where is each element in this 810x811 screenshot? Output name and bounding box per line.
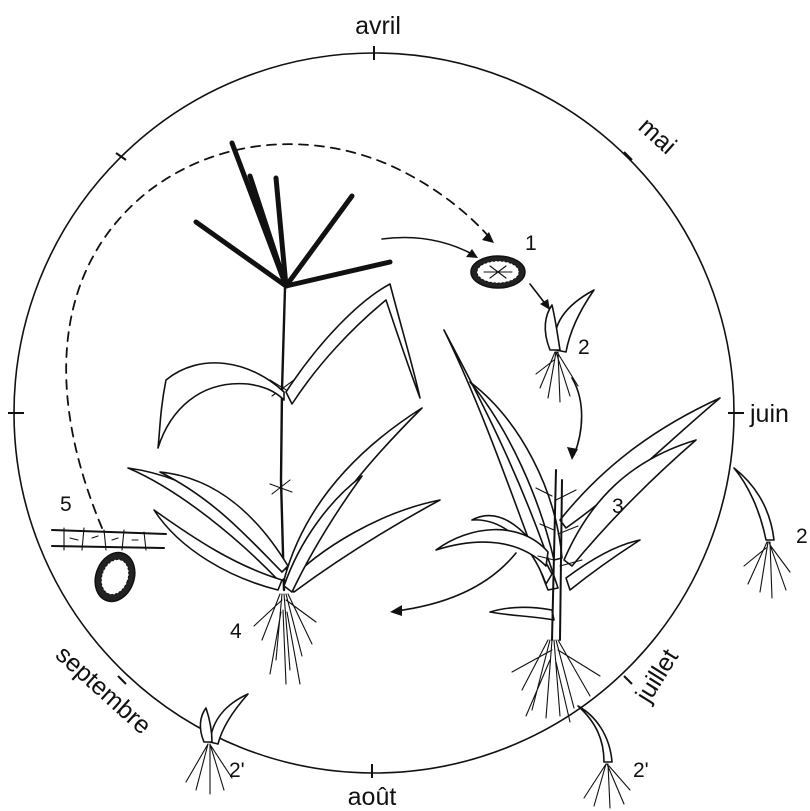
arrow-to-seed <box>382 237 474 255</box>
stage-2prime-right-seedling <box>578 706 630 808</box>
month-label-septembre: septembre <box>50 640 157 740</box>
month-label-avril: avril <box>355 12 401 40</box>
month-ticks <box>8 46 744 778</box>
stage-label-1: 1 <box>525 232 537 255</box>
month-label-mai: mai <box>633 112 682 160</box>
stage-2-outer-seedling <box>734 468 790 598</box>
stage-label-2prime-right: 2' <box>633 759 649 782</box>
arrow-seedling-to-young <box>572 378 582 455</box>
stage-5-rhizome-seed <box>52 528 166 607</box>
stage-1-seed <box>471 256 525 288</box>
dispersal-arrowhead <box>482 232 494 243</box>
stage-label-2-outer: 2 <box>796 525 808 548</box>
stage-label-3: 3 <box>612 495 624 518</box>
arrow-young-to-mature <box>396 553 516 611</box>
month-label-juin: juin <box>749 400 789 428</box>
stage-label-2: 2 <box>578 336 590 359</box>
cycle-circle <box>14 53 734 773</box>
tick-septembre <box>118 676 126 684</box>
month-label-juillet: juillet <box>630 644 684 708</box>
stage-label-4: 4 <box>230 620 242 643</box>
tick-juillet <box>624 676 632 684</box>
stage-label-5: 5 <box>60 493 72 516</box>
month-label-aout: août <box>348 783 397 811</box>
stage-4-mature-plant <box>128 143 440 684</box>
stage-label-2prime-left: 2' <box>229 759 245 782</box>
